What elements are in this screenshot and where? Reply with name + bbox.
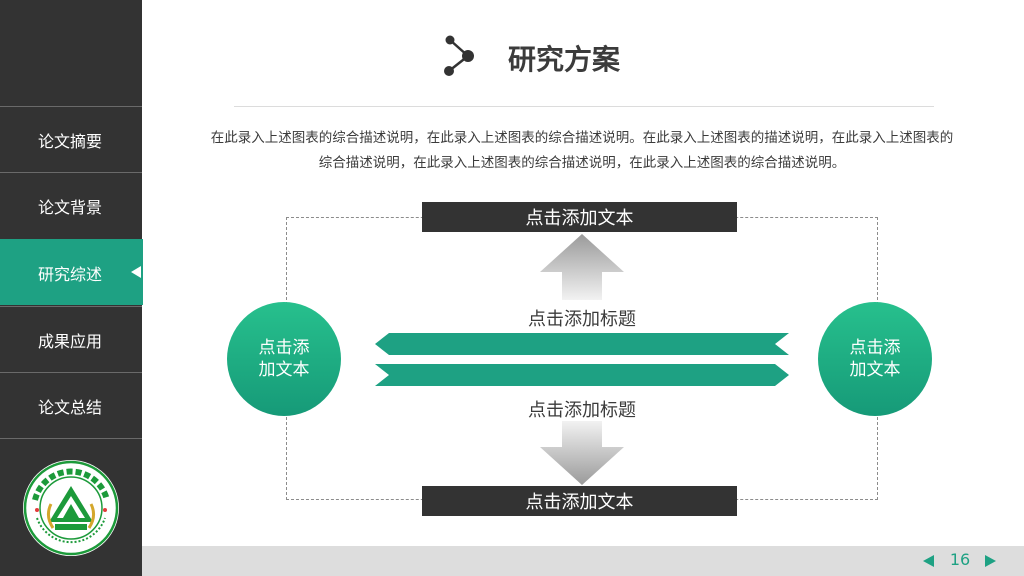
bottom-text-box[interactable]: 点击添加文本 <box>422 486 737 516</box>
page-number: 16 <box>949 550 971 569</box>
top-text-box[interactable]: 点击添加文本 <box>422 202 737 232</box>
sidebar-item-abstract[interactable]: 论文摘要 <box>0 106 142 172</box>
upper-title-label[interactable]: 点击添加标题 <box>528 309 636 330</box>
sidebar-item-review[interactable]: 研究综述 <box>0 239 143 305</box>
sidebar-item-summary[interactable]: 论文总结 <box>0 372 142 438</box>
arrow-down-icon <box>540 421 624 485</box>
double-arrow-bands <box>375 333 789 386</box>
next-page-icon[interactable] <box>985 555 996 567</box>
sidebar-item-label: 论文总结 <box>38 397 103 417</box>
sidebar-item-label: 论文背景 <box>38 197 103 217</box>
prev-page-icon[interactable] <box>923 555 934 567</box>
footer-bar <box>142 546 1024 576</box>
page-title: 研究方案 <box>508 43 621 76</box>
sidebar-item-label: 研究综述 <box>38 264 103 284</box>
university-logo <box>23 460 119 556</box>
sidebar-item-label: 成果应用 <box>38 331 103 351</box>
right-circle[interactable]: 点击添 加文本 <box>818 302 932 416</box>
title-divider <box>234 106 934 107</box>
sidebar-item-background[interactable]: 论文背景 <box>0 172 142 238</box>
active-pointer-icon <box>131 266 141 278</box>
share-network-icon <box>444 35 474 76</box>
description-text: 在此录入上述图表的综合描述说明，在此录入上述图表的综合描述说明。在此录入上述图表… <box>210 130 954 171</box>
arrow-up-icon <box>540 234 624 300</box>
lower-title-label[interactable]: 点击添加标题 <box>528 400 636 421</box>
sidebar-item-application[interactable]: 成果应用 <box>0 306 142 372</box>
divider <box>0 438 142 439</box>
sidebar-item-label: 论文摘要 <box>38 131 103 151</box>
left-circle[interactable]: 点击添 加文本 <box>227 302 341 416</box>
